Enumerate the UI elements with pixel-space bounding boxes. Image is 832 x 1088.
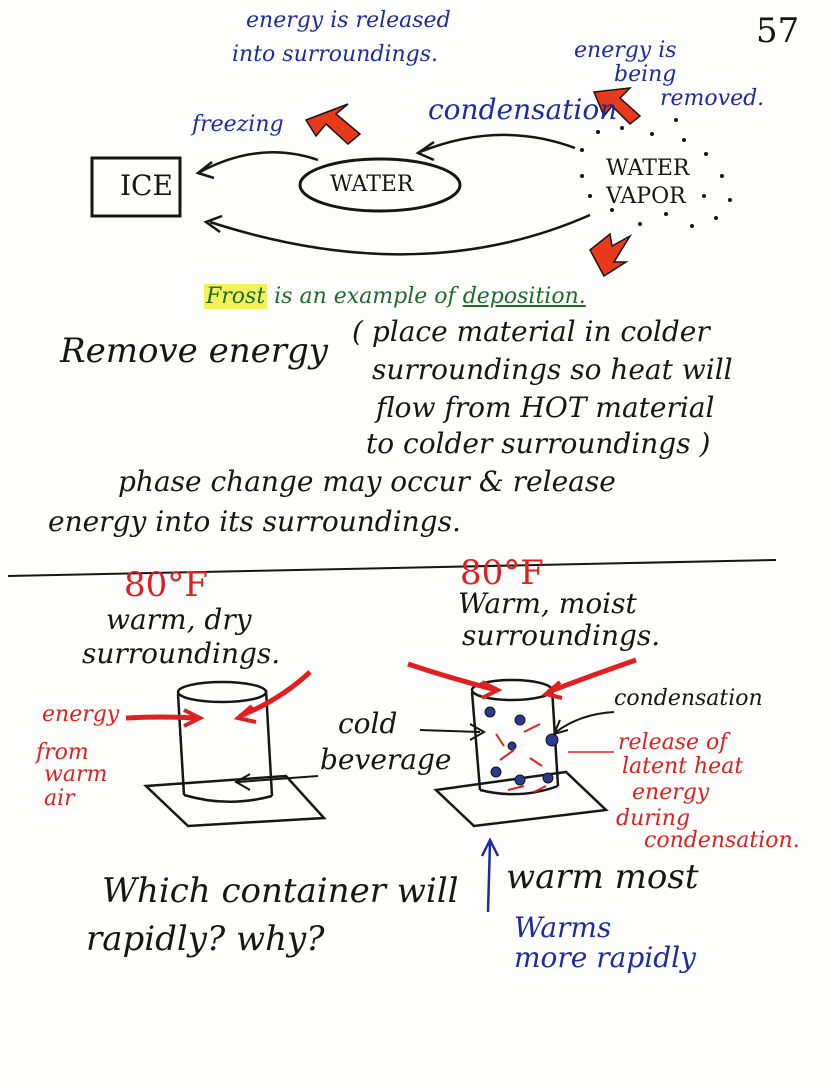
deposition-arrow [209,213,591,256]
beverage-label: beverage [320,743,452,776]
frost-sentence: Frost is an example of deposition. [204,284,586,309]
answer-up-arrow [486,841,492,913]
condensation-droplets [484,706,559,786]
right-energy-arrow-right [547,657,637,695]
condensation-bottom-label: condensation [614,686,763,711]
right-desc-line2: surroundings. [462,619,661,652]
freezing-label: freezing [192,112,284,137]
water-ellipse [298,157,462,213]
right-temp: 80°F [460,553,544,593]
deposition-word: deposition. [462,284,586,309]
phase-line2: energy into its surroundings. [48,505,461,538]
paren-line1: ( place material in colder [352,315,710,348]
ice-label: ICE [120,169,173,202]
question-line2: rapidly? why? [86,919,325,959]
release-line3: energy [632,780,710,805]
from-warm-line2: warm [44,762,108,787]
left-desc-line1: warm, dry [106,603,252,636]
energy-removed-line2: being [614,62,677,87]
vapor-label-line1: WATER [606,156,690,181]
ice-box [90,156,182,218]
release-line1: release of [618,730,728,755]
freezing-arrow [199,151,319,174]
energy-label: energy [42,702,120,727]
condensation-arrow [419,133,576,154]
water-label: WATER [330,172,414,197]
paren-line2: surroundings so heat will [372,353,733,386]
left-glass [143,680,327,828]
red-arrow-condensation-icon [592,87,642,126]
right-energy-arrow-left [407,661,497,693]
release-line5: condensation. [644,828,800,853]
frost-word: Frost [204,284,268,309]
question-line1: Which container will [102,871,459,911]
energy-released-line2: into surroundings. [232,42,439,67]
energy-removed-line3: removed. [660,86,765,111]
left-temp: 80°F [124,565,208,605]
warm-most: warm most [506,857,699,897]
red-arrow-deposition-icon [589,232,633,278]
energy-released-line1: energy is released [246,8,451,33]
red-arrow-freezing-icon [304,103,362,145]
from-warm-line1: from [36,740,89,765]
divider [7,559,777,577]
release-line2: latent heat [622,754,744,779]
left-energy-arrow-right [239,670,312,719]
answer-line1: Warms [514,911,612,944]
paren-line4: to colder surroundings ) [366,427,711,460]
vapor-dots [580,118,732,228]
condensation-top-label: condensation [428,93,618,126]
left-desc-line2: surroundings. [82,637,281,670]
right-desc-line1: Warm, moist [458,587,637,620]
frost-rest: is an example of [267,284,463,309]
phase-line1: phase change may occur & release [118,465,616,498]
cold-label: cold [338,707,398,740]
vapor-label-line2: VAPOR [606,184,686,209]
left-energy-arrow-left [125,714,197,721]
release-line4: during [616,806,691,831]
latent-heat-arrows [495,723,547,793]
right-glass [433,678,609,828]
from-warm-line3: air [44,786,75,811]
paren-line3: flow from HOT material [376,391,715,424]
answer-line2: more rapidly [514,941,696,974]
energy-removed-line1: energy is [574,38,677,63]
page-number: 57 [756,11,800,51]
remove-energy: Remove energy [60,331,328,371]
